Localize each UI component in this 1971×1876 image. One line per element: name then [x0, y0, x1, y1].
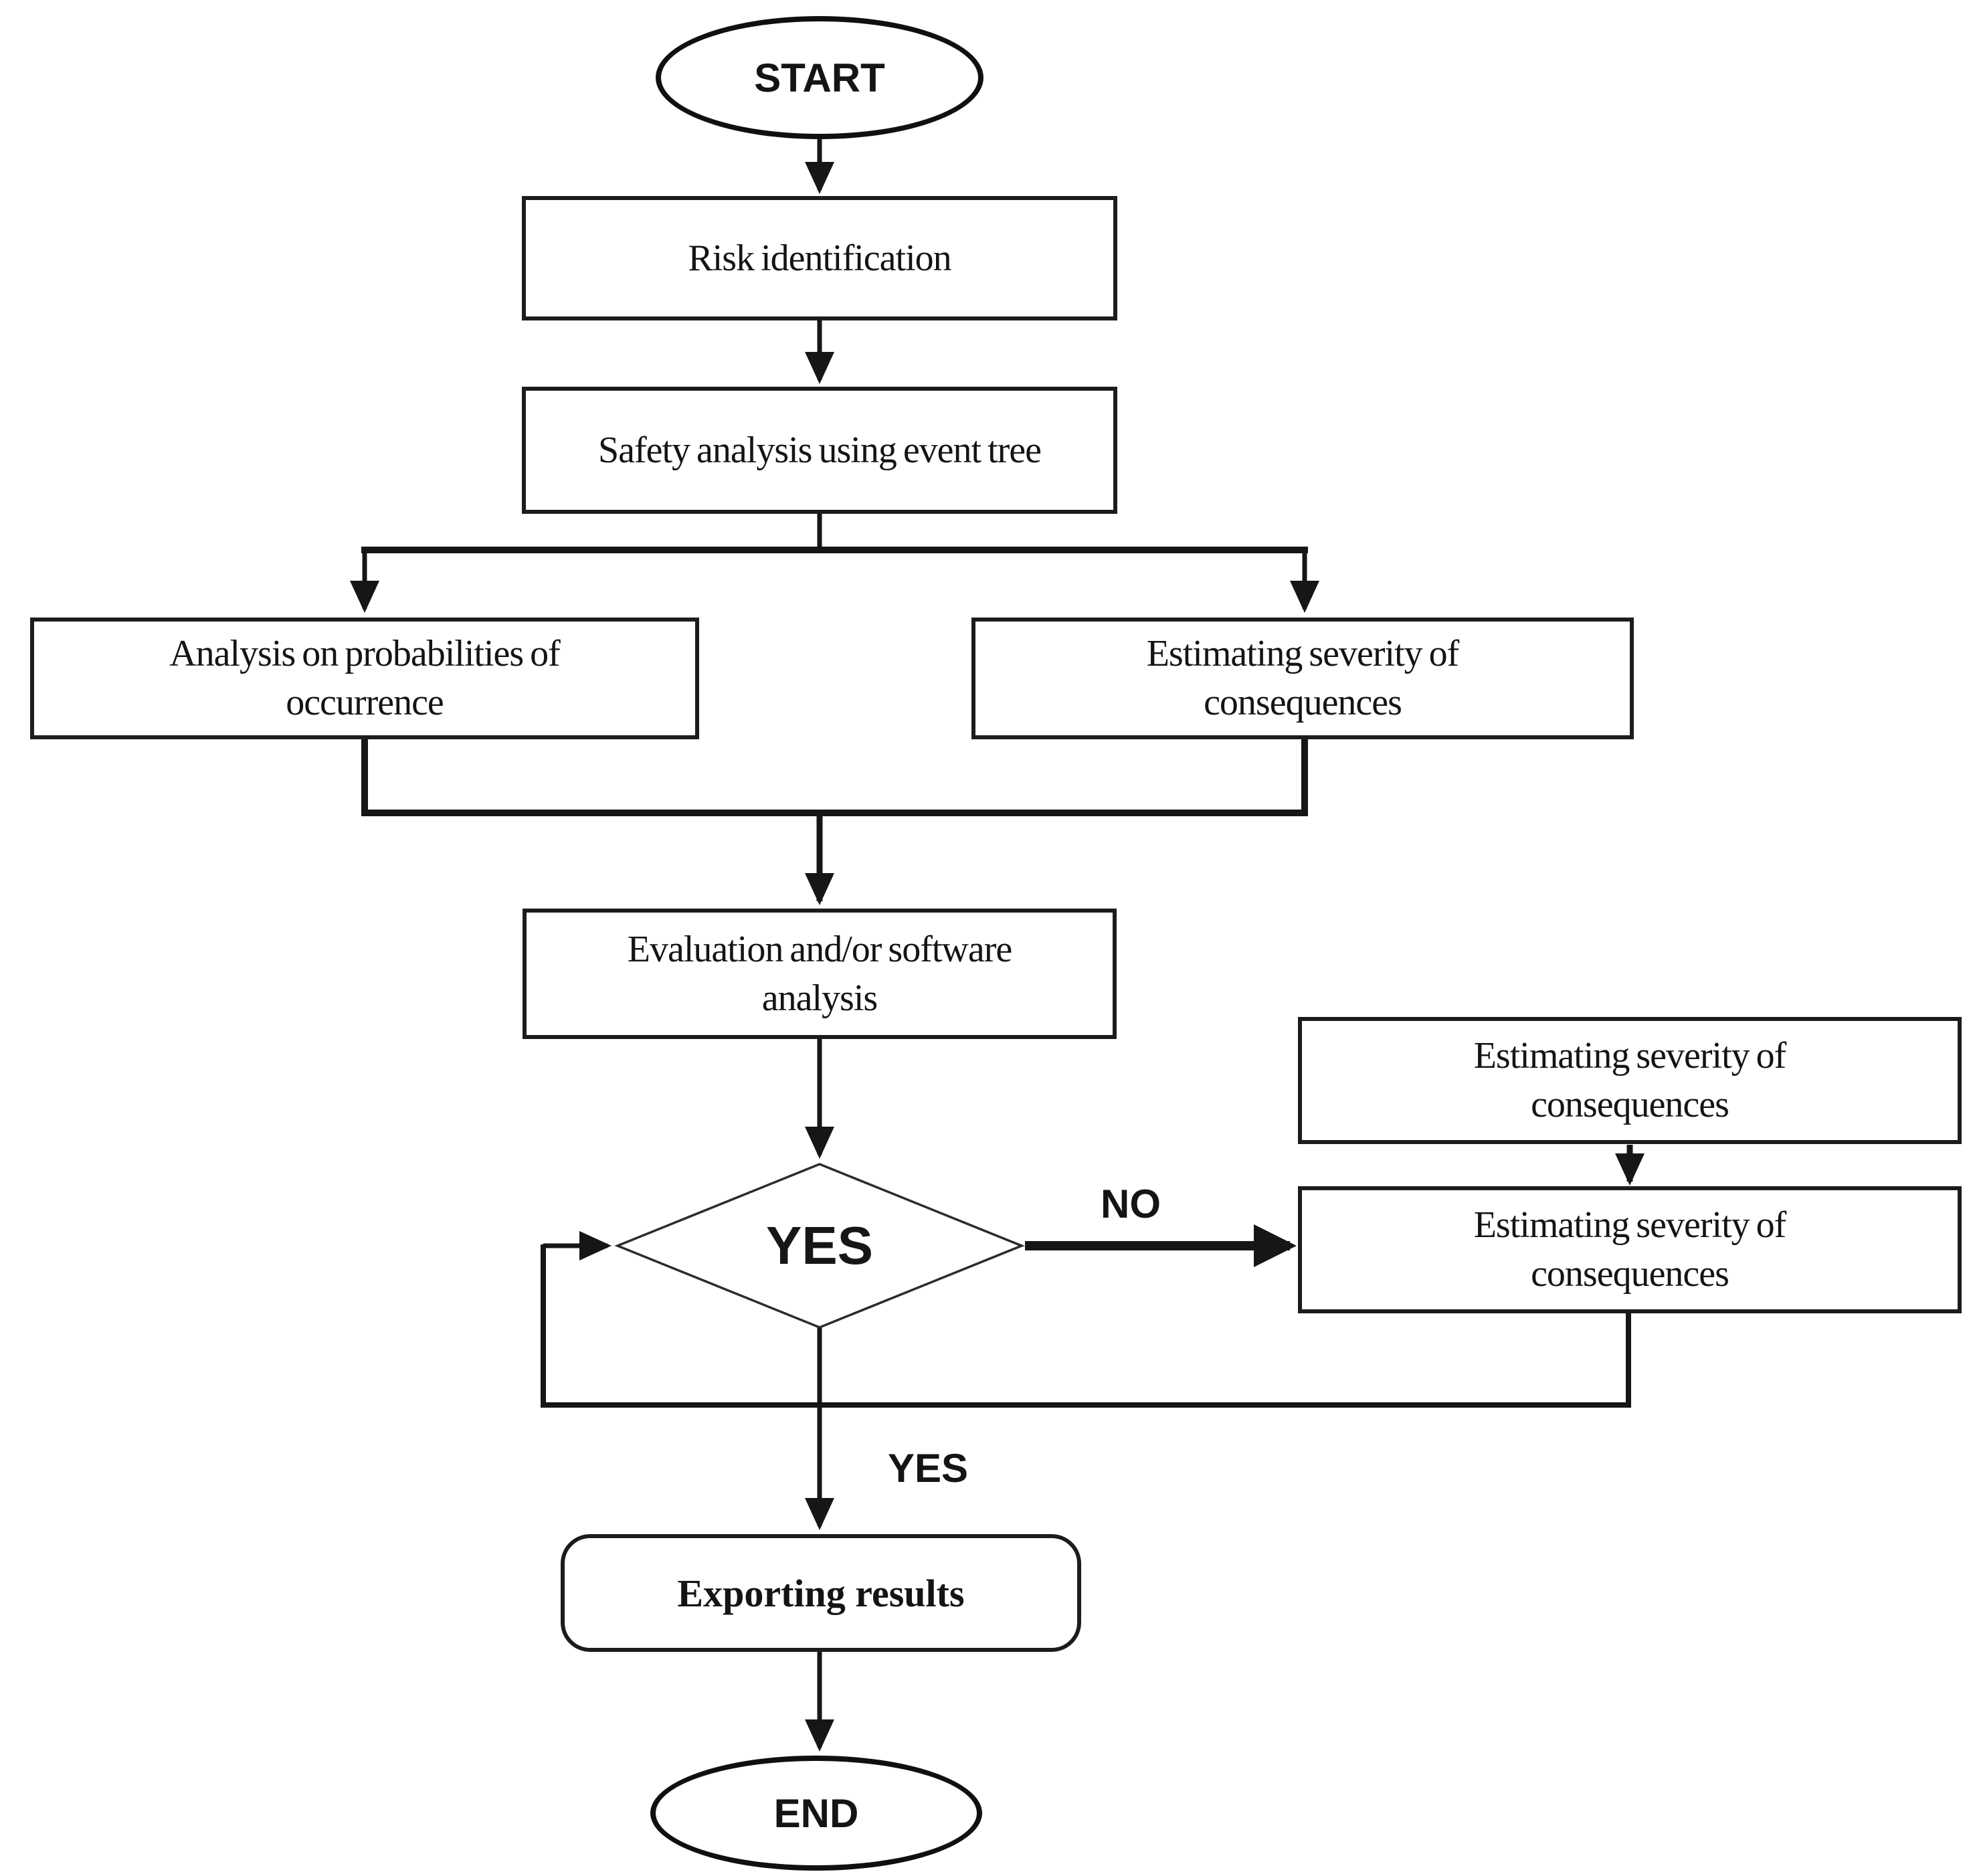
node-decision-label: YES	[765, 1216, 874, 1275]
node-evaluation-label: Evaluation and/or software analysis	[627, 928, 1012, 1019]
node-evaluation: Evaluation and/or software analysis	[523, 909, 1117, 1039]
edge-label-no: NO	[1101, 1181, 1161, 1226]
node-severity-estimation: Estimating severity of consequences	[971, 618, 1634, 739]
merge-path	[361, 736, 1308, 816]
node-exporting-results: Exporting results	[561, 1534, 1081, 1652]
node-severity-estimation-lower: Estimating severity of consequences	[1298, 1186, 1962, 1313]
node-end-label: END	[773, 1790, 859, 1836]
node-probability-analysis: Analysis on probabilities of occurrence	[30, 618, 699, 739]
node-safety-analysis: Safety analysis using event tree	[522, 387, 1117, 514]
node-severity-estimation-upper: Estimating severity of consequences	[1298, 1017, 1962, 1144]
node-safety-analysis-label: Safety analysis using event tree	[597, 429, 1042, 471]
node-end: END	[650, 1756, 982, 1871]
edge-label-yes: YES	[887, 1445, 969, 1491]
node-severity-estimation-lower-label: Estimating severity of consequences	[1473, 1204, 1787, 1295]
node-exporting-results-label: Exporting results	[677, 1571, 965, 1615]
node-severity-estimation-upper-label: Estimating severity of consequences	[1473, 1035, 1787, 1125]
node-probability-analysis-label: Analysis on probabilities of occurrence	[169, 633, 561, 723]
node-risk-identification: Risk identification	[522, 196, 1117, 320]
node-risk-identification-label: Risk identification	[688, 237, 951, 279]
node-severity-estimation-label: Estimating severity of consequences	[1146, 633, 1460, 723]
node-start: START	[656, 16, 983, 139]
node-start-label: START	[754, 55, 885, 100]
decision-diamond-shape	[614, 1163, 1025, 1329]
loop-back-path	[541, 1244, 1631, 1408]
